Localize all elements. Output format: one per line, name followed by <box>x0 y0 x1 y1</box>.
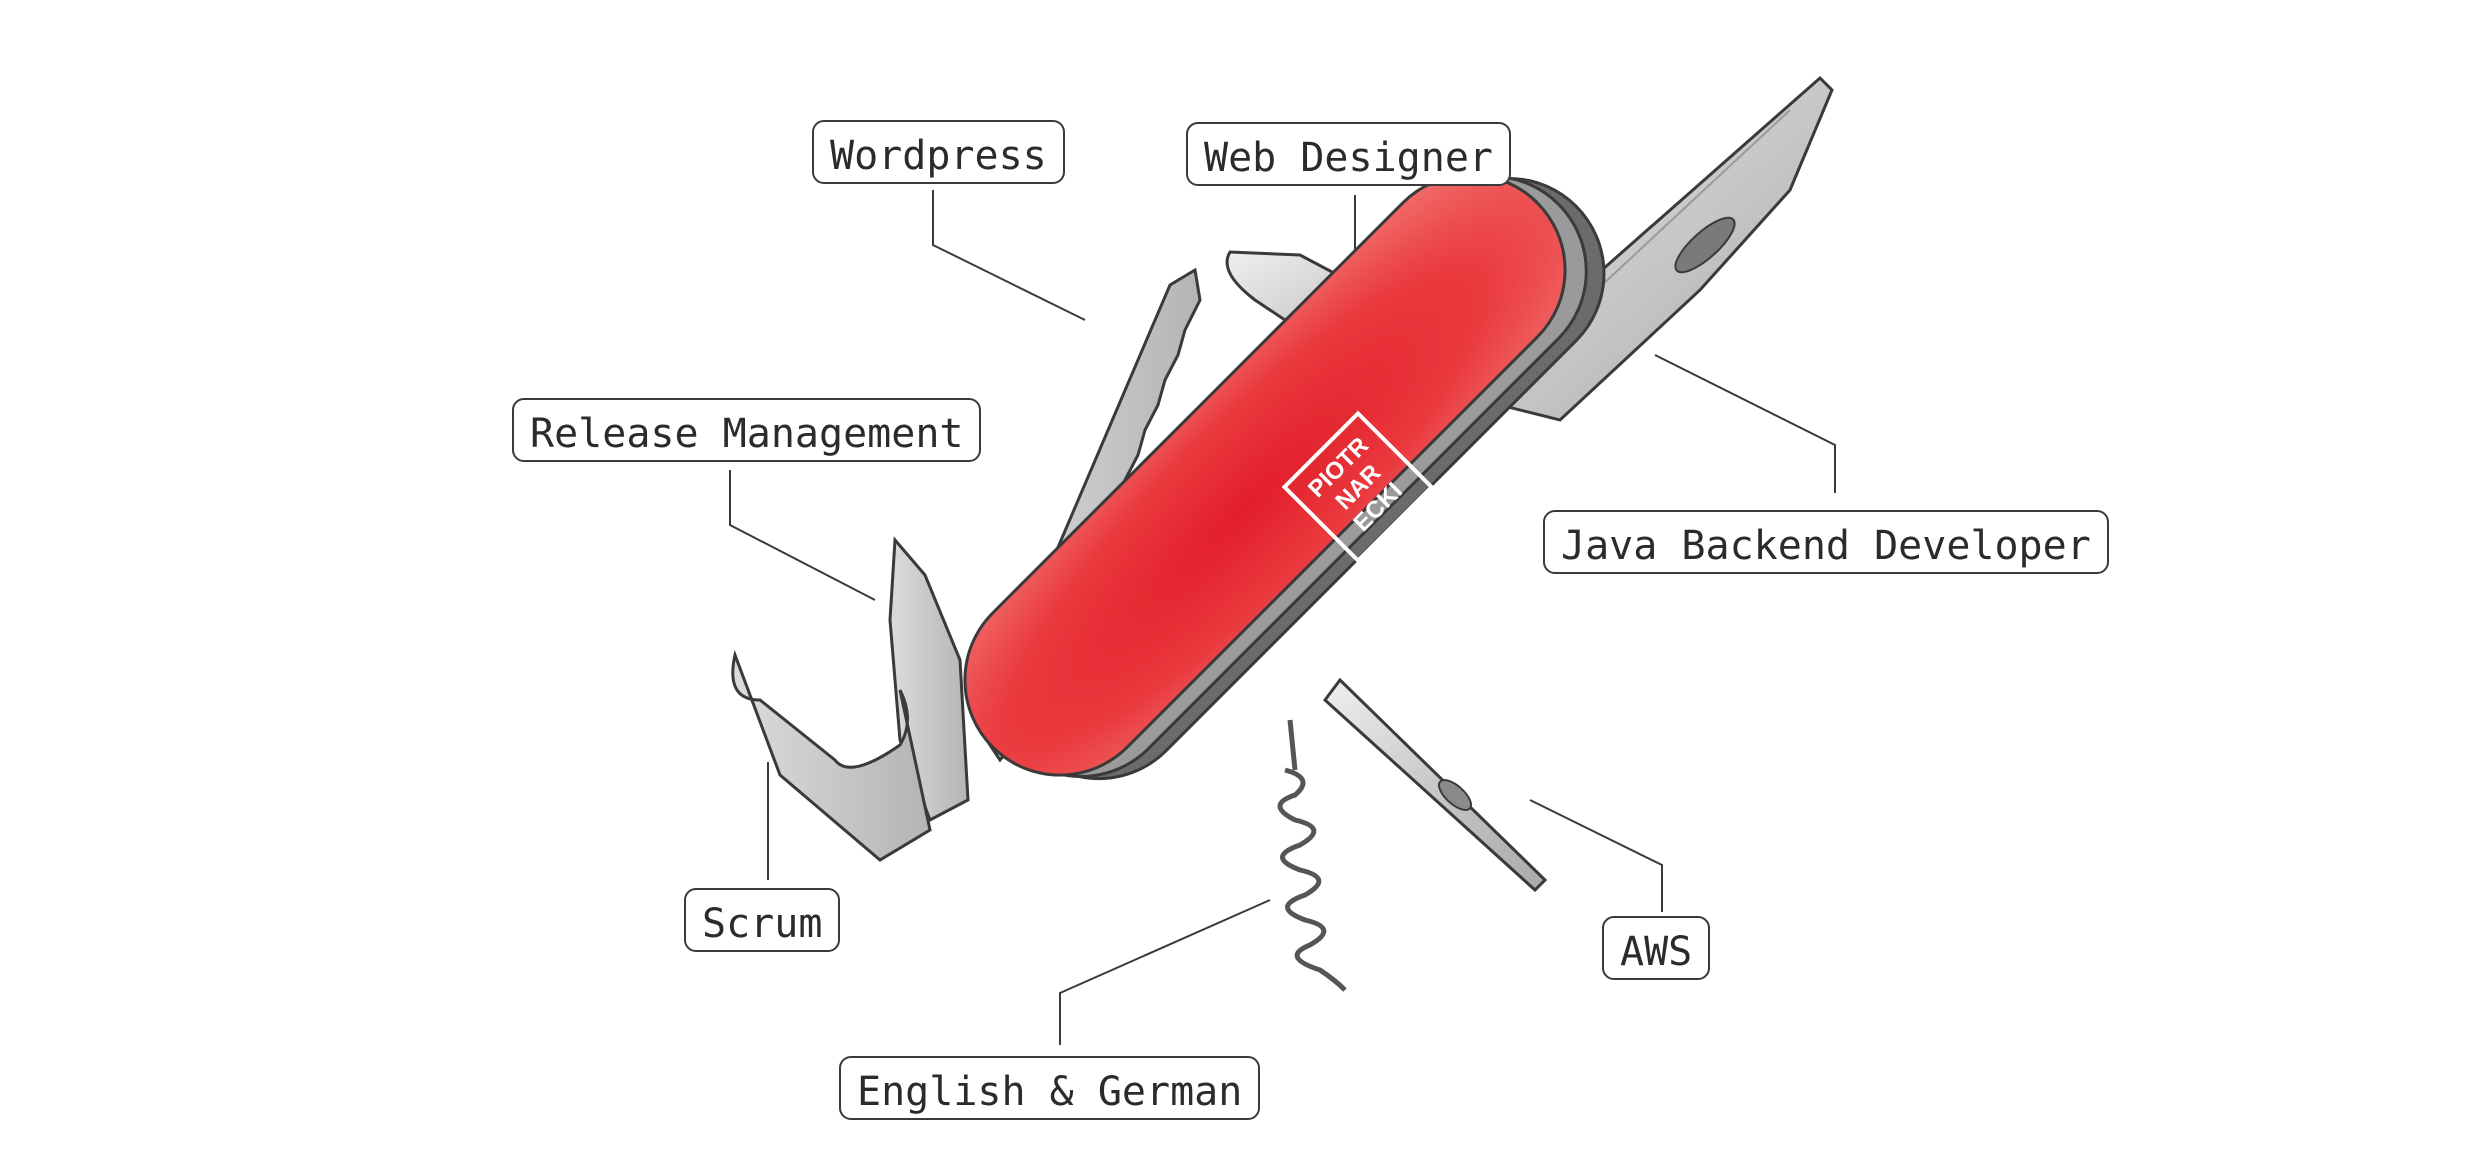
corkscrew <box>1277 719 1347 992</box>
label-english-german: English & German <box>839 1056 1261 1120</box>
connector-english-german <box>1059 899 1271 1045</box>
connector-release-management <box>729 470 876 601</box>
label-web-designer: Web Designer <box>1186 122 1511 186</box>
screwdriver-tool <box>731 649 932 862</box>
connector-aws <box>1529 799 1663 912</box>
label-release-management: Release Management <box>512 398 982 462</box>
connector-java-backend <box>1654 354 1836 493</box>
label-wordpress: Wordpress <box>812 120 1065 184</box>
brand-logo: PIOTR NAR ECKI <box>1281 410 1435 564</box>
label-java-backend-developer: Java Backend Developer <box>1543 510 2109 574</box>
connector-wordpress <box>932 190 1086 321</box>
label-aws: AWS <box>1602 916 1711 980</box>
nail-nick-main <box>1674 216 1736 274</box>
red-handle <box>963 173 1567 777</box>
awl <box>1322 677 1548 893</box>
connector-lines <box>729 190 1836 1045</box>
label-scrum: Scrum <box>684 888 841 952</box>
